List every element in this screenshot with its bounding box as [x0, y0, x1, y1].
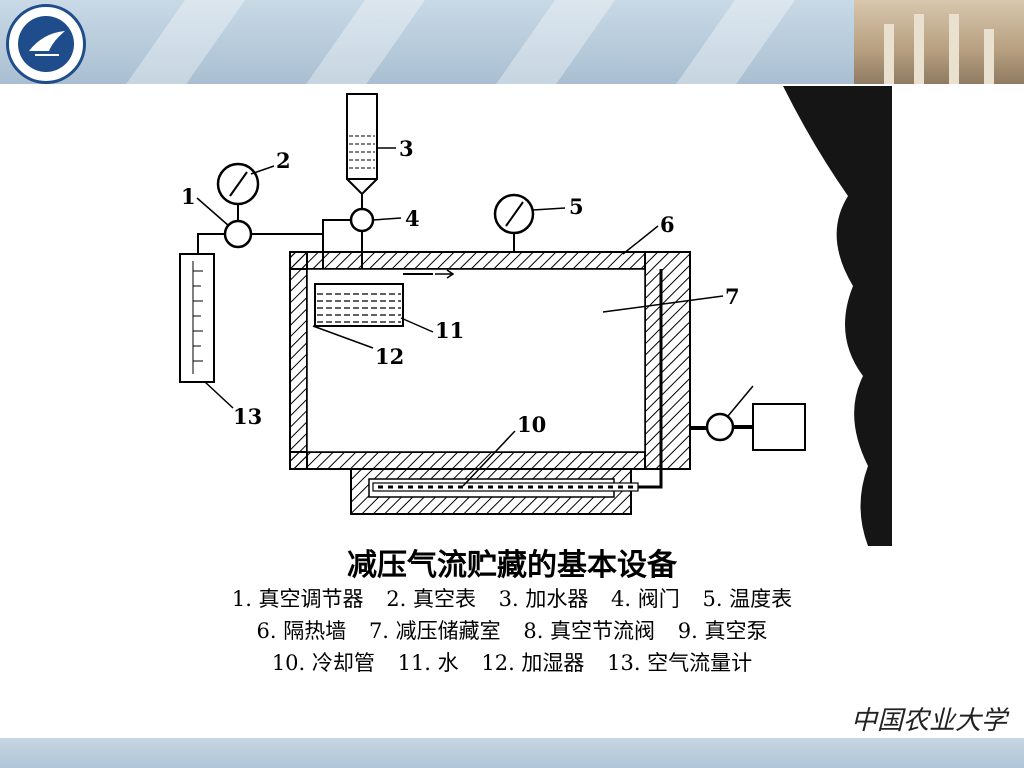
callout-labels: 1 2 3 4 5 6 7 8 10 11 12 13: [181, 136, 776, 437]
vacuum-throttle-valve: [705, 412, 735, 442]
legend-line-2: 6. 隔热墙 7. 减压储藏室 8. 真空节流阀 9. 真空泵: [0, 615, 1024, 645]
legend-item: 3. 加水器: [498, 587, 589, 611]
callout-3: 3: [399, 136, 414, 161]
airflow-arrow: [435, 269, 455, 279]
equipment-diagram: 1 2 3 4 5 6 7 8 10 11 12 13: [133, 86, 892, 546]
legend-item: 11. 水: [397, 651, 459, 675]
legend-item: 10. 冷却管: [271, 651, 375, 675]
diagram-caption-title: 减压气流贮藏的基本设备: [347, 548, 677, 583]
air-flow-meter: [179, 253, 215, 383]
university-signature-logo: 中国农业大学: [851, 706, 1010, 736]
callout-12: 12: [375, 344, 404, 369]
legend-item: 8. 真空节流阀: [523, 619, 656, 643]
building-column: [914, 14, 924, 84]
flow-meter-scale: [192, 261, 203, 374]
legend-item: 7. 减压储藏室: [368, 619, 501, 643]
signature-text: 中国农业大学: [851, 706, 1010, 736]
humidifier: [314, 269, 455, 327]
water-adder: [346, 93, 378, 210]
campus-building-photo: [854, 0, 1024, 84]
scan-edge-shadow: [783, 86, 892, 546]
valve: [349, 207, 375, 233]
legend-item: 6. 隔热墙: [256, 619, 347, 643]
callout-11: 11: [435, 318, 464, 343]
cooling-pipe: [372, 269, 663, 492]
building-column: [984, 29, 994, 84]
legend-line-3: 10. 冷却管 11. 水 12. 加湿器 13. 空气流量计: [0, 647, 1024, 677]
vacuum-pump: [752, 403, 806, 451]
vacuum-regulator: [223, 219, 253, 249]
building-column: [949, 14, 959, 84]
callout-4: 4: [405, 206, 420, 231]
callout-10: 10: [517, 412, 546, 437]
legend-item: 4. 阀门: [611, 587, 680, 611]
logo-bird-icon: [29, 31, 65, 56]
band-streak: [280, 0, 440, 84]
legend-item: 1. 真空调节器: [231, 587, 364, 611]
callout-1: 1: [181, 184, 196, 209]
callout-8: 8: [761, 370, 776, 395]
band-streak: [100, 0, 260, 84]
header-band: [0, 0, 1024, 84]
band-streak: [650, 0, 810, 84]
footer-band: [0, 738, 1024, 768]
university-logo: [6, 4, 86, 84]
band-streak: [470, 0, 630, 84]
gauge-needle: [505, 201, 524, 227]
legend-item: 13. 空气流量计: [607, 651, 753, 675]
leader-lines: [196, 147, 754, 487]
callout-5: 5: [569, 194, 584, 219]
regulator-pipe: [197, 204, 324, 269]
legend-item: 2. 真空表: [386, 587, 476, 611]
legend-item: 9. 真空泵: [677, 619, 768, 643]
callout-13: 13: [233, 404, 262, 429]
callout-6: 6: [660, 212, 675, 237]
legend-item: 12. 加湿器: [481, 651, 585, 675]
gauge-needle: [229, 171, 248, 197]
callout-7: 7: [725, 284, 740, 309]
building-column: [884, 24, 894, 84]
legend-item: 5. 温度表: [702, 587, 793, 611]
callout-2: 2: [276, 148, 291, 173]
legend-line-1: 1. 真空调节器 2. 真空表 3. 加水器 4. 阀门 5. 温度表: [0, 583, 1024, 613]
